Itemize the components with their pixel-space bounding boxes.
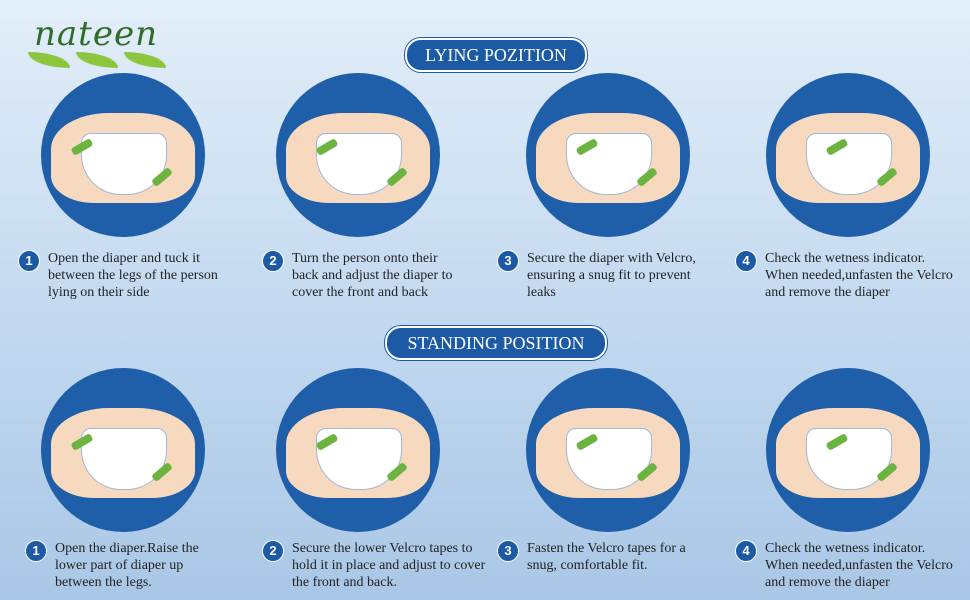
step-number-badge: 3 bbox=[497, 250, 519, 272]
diaper-shape bbox=[566, 133, 652, 195]
lying-step-1: 1 Open the diaper and tuck it between the… bbox=[18, 250, 218, 301]
standing-step-2-illustration bbox=[276, 368, 440, 532]
step-text: Check the wetness indicator. When needed… bbox=[765, 541, 953, 590]
step-text: Open the diaper and tuck it between the … bbox=[48, 251, 218, 300]
standing-step-3-illustration bbox=[526, 368, 690, 532]
standing-step-1-illustration bbox=[41, 368, 205, 532]
lying-step-1-illustration bbox=[41, 73, 205, 237]
standing-step-1: 1 Open the diaper.Raise the lower part of… bbox=[25, 540, 230, 591]
step-number-badge: 1 bbox=[18, 250, 40, 272]
step-number-badge: 3 bbox=[497, 540, 519, 562]
diaper-shape bbox=[81, 428, 167, 490]
step-text: Check the wetness indicator. When needed… bbox=[765, 251, 953, 300]
lying-step-3-illustration bbox=[526, 73, 690, 237]
lying-step-2-illustration bbox=[276, 73, 440, 237]
lying-step-2: 2 Turn the person onto their back and adj… bbox=[262, 250, 462, 301]
step-number-badge: 1 bbox=[25, 540, 47, 562]
leaf-icon bbox=[76, 52, 118, 68]
leaf-icon bbox=[124, 52, 166, 68]
diaper-shape bbox=[806, 133, 892, 195]
step-text: Turn the person onto their back and adju… bbox=[292, 251, 453, 300]
lying-step-4: 4 Check the wetness indicator. When neede… bbox=[735, 250, 955, 301]
brand-name: nateen bbox=[34, 14, 158, 54]
standing-heading: STANDING POSITION bbox=[385, 326, 607, 360]
step-number-badge: 4 bbox=[735, 250, 757, 272]
standing-step-4: 4 Check the wetness indicator. When neede… bbox=[735, 540, 955, 591]
step-text: Open the diaper.Raise the lower part of … bbox=[55, 541, 199, 590]
standing-step-2: 2 Secure the lower Velcro tapes to hold i… bbox=[262, 540, 487, 591]
step-number-badge: 2 bbox=[262, 540, 284, 562]
step-text: Secure the diaper with Velcro, ensuring … bbox=[527, 251, 696, 300]
leaf-icon bbox=[28, 52, 70, 68]
diaper-shape bbox=[806, 428, 892, 490]
standing-step-3: 3 Fasten the Velcro tapes for a snug, com… bbox=[497, 540, 697, 574]
lying-step-3: 3 Secure the diaper with Velcro, ensuring… bbox=[497, 250, 712, 301]
diaper-shape bbox=[81, 133, 167, 195]
step-text: Fasten the Velcro tapes for a snug, comf… bbox=[527, 541, 686, 573]
lying-step-4-illustration bbox=[766, 73, 930, 237]
step-number-badge: 2 bbox=[262, 250, 284, 272]
step-text: Secure the lower Velcro tapes to hold it… bbox=[292, 541, 486, 590]
lying-heading: LYING POZITION bbox=[405, 38, 587, 72]
step-number-badge: 4 bbox=[735, 540, 757, 562]
standing-step-4-illustration bbox=[766, 368, 930, 532]
brand-logo: nateen bbox=[28, 14, 188, 74]
